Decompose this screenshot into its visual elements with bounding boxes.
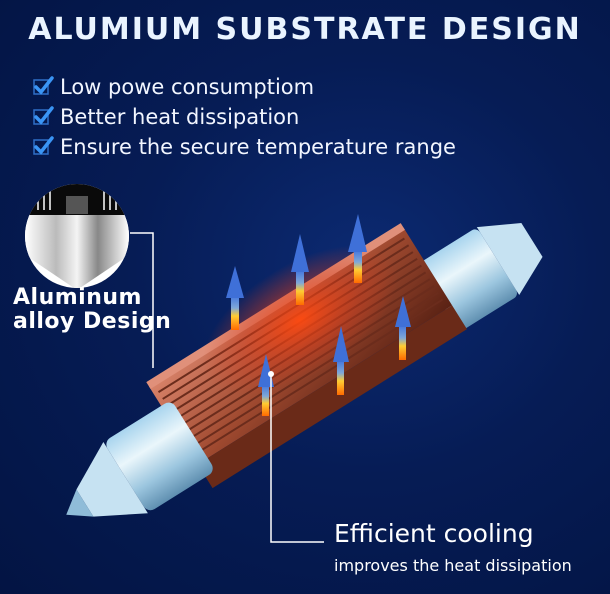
aluminum-callout-line1: Aluminum	[13, 285, 142, 310]
cooling-callout-subtitle: improves the heat dissipation	[334, 556, 572, 575]
heat-arrows	[226, 214, 411, 416]
callout-line-cooling	[270, 374, 324, 543]
arrow-up-icon	[226, 266, 244, 330]
arrow-up-icon	[258, 354, 274, 416]
aluminum-cross-section-icon	[25, 184, 129, 288]
callout-line-aluminum	[130, 232, 154, 368]
page-title: ALUMIUM SUBSTRATE DESIGN	[28, 12, 582, 47]
left-end-cap	[66, 402, 213, 517]
feature-label: Better heat dissipation	[60, 105, 300, 129]
cooling-callout-title: Efficient cooling	[334, 519, 534, 548]
aluminum-callout-line2: alloy Design	[13, 309, 172, 334]
feature-item: Better heat dissipation	[33, 102, 456, 132]
checkbox-checked-icon	[33, 136, 54, 156]
feature-label: Low powe consumptiom	[60, 75, 315, 99]
feature-list: Low powe consumptiom Better heat dissipa…	[33, 72, 456, 162]
arrow-up-icon	[348, 214, 367, 283]
checkbox-checked-icon	[33, 106, 54, 126]
arrow-up-icon	[333, 326, 349, 395]
checkbox-checked-icon	[33, 76, 54, 96]
feature-item: Ensure the secure temperature range	[33, 132, 456, 162]
feature-label: Ensure the secure temperature range	[60, 135, 456, 159]
feature-item: Low powe consumptiom	[33, 72, 456, 102]
arrow-up-icon	[291, 234, 309, 305]
arrow-up-icon	[395, 296, 411, 360]
aluminum-callout: Aluminum alloy Design	[13, 286, 171, 334]
